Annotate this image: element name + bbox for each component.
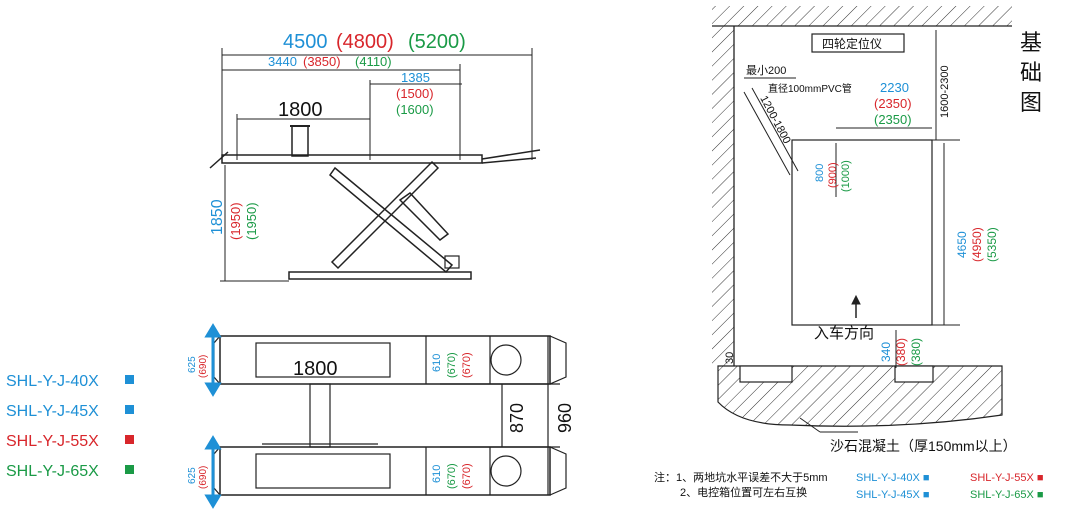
total-length-red: (4800) xyxy=(336,31,394,53)
platform-top xyxy=(221,154,483,164)
foundation-legend-65x: SHL-Y-J-65X ■ xyxy=(970,489,1044,501)
outer-width-red-1: (690) xyxy=(198,355,209,378)
total-length-blue: 4500 xyxy=(283,31,328,53)
top-view xyxy=(213,335,567,496)
depth-blue: 800 xyxy=(814,164,826,182)
lift-pad xyxy=(291,125,309,157)
inner-width-red-1: (670) xyxy=(461,352,473,378)
depth-green: (1000) xyxy=(840,160,852,192)
width-green: (2350) xyxy=(874,112,912,127)
length-red: (4950) xyxy=(970,227,984,262)
inner-width-green-2: (670) xyxy=(446,463,458,489)
outer-width-blue-2: 625 xyxy=(187,467,198,484)
legend-45x-swatch xyxy=(125,405,134,414)
width-arrows xyxy=(204,323,222,509)
model-legend: SHL-Y-J-40X SHL-Y-J-45X SHL-Y-J-55X SHL-… xyxy=(6,373,134,480)
title-char-1: 基 xyxy=(1020,30,1042,55)
min-label: 最小200 xyxy=(746,64,786,77)
legend-65x-swatch xyxy=(125,465,134,474)
inner-width-blue-1: 610 xyxy=(431,354,443,372)
platform-length-red: (3850) xyxy=(303,54,341,69)
ramp-length-green: (1600) xyxy=(396,102,434,117)
width-red: (2350) xyxy=(874,96,912,111)
foundation-legend-55x: SHL-Y-J-55X ■ xyxy=(970,472,1044,484)
platform-length-blue: 3440 xyxy=(268,54,297,69)
depth-red: (900) xyxy=(827,162,839,188)
note-2: 2、电控箱位置可左右互换 xyxy=(680,485,807,499)
legend-40x: SHL-Y-J-40X xyxy=(6,373,99,390)
scissor-arm-b xyxy=(330,160,440,270)
pit-depth-green: (380) xyxy=(909,338,923,366)
length-blue: 4650 xyxy=(955,231,969,258)
platform-length-green: (4110) xyxy=(355,54,392,69)
pvc-label: 直径100mmPVC管 xyxy=(768,82,852,95)
aligner-label: 四轮定位仪 xyxy=(822,36,882,51)
pit-depth-blue: 340 xyxy=(879,342,893,362)
ramp-length-red: (1500) xyxy=(396,86,434,101)
inner-width-blue-2: 610 xyxy=(431,465,443,483)
legend-55x: SHL-Y-J-55X xyxy=(6,433,99,450)
foundation-legend-40x: SHL-Y-J-40X ■ xyxy=(856,472,930,484)
legend-55x-swatch xyxy=(125,435,134,444)
inner-width-green-1: (670) xyxy=(446,352,458,378)
height-green: (1950) xyxy=(244,202,259,240)
pit-depth-red: (380) xyxy=(894,338,908,366)
top-opening-width: 1800 xyxy=(293,358,338,380)
pipe-length: 1200-1800 xyxy=(757,94,792,146)
legend-65x: SHL-Y-J-65X xyxy=(6,463,99,480)
height-red: (1950) xyxy=(228,202,243,240)
opening-width: 1800 xyxy=(278,99,323,121)
entry-label: 入车方向 xyxy=(814,325,874,342)
legend-40x-swatch xyxy=(125,375,134,384)
outer-width-blue-1: 625 xyxy=(187,356,198,373)
scissor-arm-a xyxy=(328,166,454,274)
edge-dim: 30 xyxy=(724,352,736,364)
gap-dim: 870 xyxy=(507,403,527,433)
inner-width-red-2: (670) xyxy=(461,463,473,489)
foundation-legend-45x: SHL-Y-J-45X ■ xyxy=(856,489,930,501)
outer-width-red-2: (690) xyxy=(198,466,209,489)
side-dim: 1600-2300 xyxy=(939,65,951,118)
concrete-label: 沙石混凝土（厚150mm以上） xyxy=(830,438,1017,454)
pit-outline xyxy=(791,139,933,326)
title-char-3: 图 xyxy=(1020,90,1042,115)
total-length-green: (5200) xyxy=(408,31,466,53)
foundation-drawing xyxy=(712,6,1012,433)
width-blue: 2230 xyxy=(880,80,909,95)
legend-45x: SHL-Y-J-45X xyxy=(6,403,99,420)
overall-dim: 960 xyxy=(555,403,575,433)
length-green: (5350) xyxy=(985,227,999,262)
ramp-length-blue: 1385 xyxy=(401,70,430,85)
note-1: 注：1、两地坑水平误差不大于5mm xyxy=(654,470,828,484)
side-view xyxy=(209,48,541,282)
title-char-2: 础 xyxy=(1020,60,1042,85)
height-blue: 1850 xyxy=(209,199,226,235)
base-plate xyxy=(288,271,472,280)
